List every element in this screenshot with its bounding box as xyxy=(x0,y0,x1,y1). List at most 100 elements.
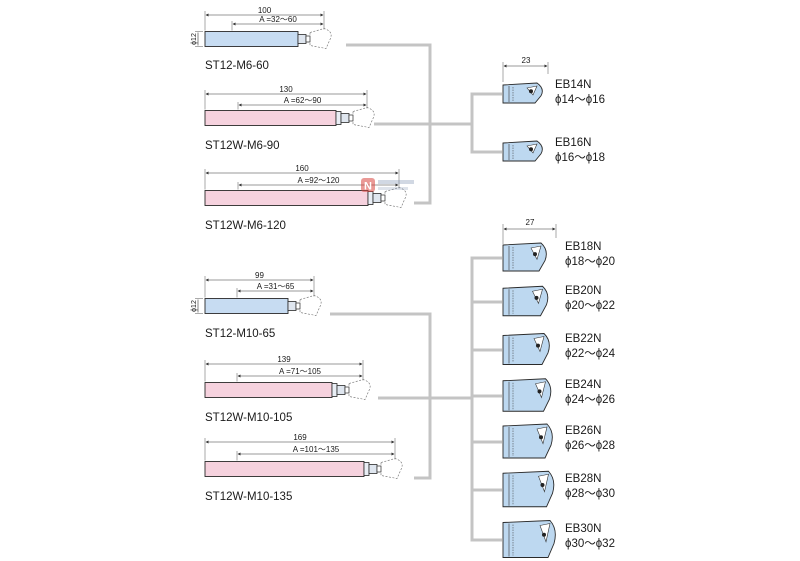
cutter-screw xyxy=(534,295,539,300)
cutter-range-label: ϕ14～ϕ16 xyxy=(555,94,605,106)
holder-name-label: ST12W-M6-90 xyxy=(205,140,280,152)
holder-thread xyxy=(295,302,301,310)
holder-length-label: 130 xyxy=(279,85,293,94)
cutter-screw xyxy=(529,147,533,152)
cutter-range-label: ϕ20～ϕ22 xyxy=(565,300,615,312)
holder-length-label: 99 xyxy=(255,271,264,280)
holder-thread xyxy=(305,35,311,43)
holder-body xyxy=(204,110,337,126)
cutter-name-label: EB24N xyxy=(565,379,601,391)
connector-top-cutters xyxy=(470,92,502,154)
holder-length-label: 169 xyxy=(293,433,307,442)
cutter-name-label: EB16N xyxy=(555,137,591,149)
holder-length-label: 100 xyxy=(258,6,272,15)
connector-bottom-cutter-branches xyxy=(472,300,502,492)
phantom-cutter-outline xyxy=(384,187,407,208)
connector-bottom-holders xyxy=(330,312,432,480)
cutter-width-dim-bottom: 27 xyxy=(502,218,557,244)
holder-thread xyxy=(344,386,350,394)
cutter-screw xyxy=(533,252,537,257)
holder-shank xyxy=(340,113,350,123)
holder-name-label: ST12-M6-60 xyxy=(205,60,269,72)
cutter-screw xyxy=(540,482,545,487)
cutter-width-label-top: 23 xyxy=(522,56,531,65)
phantom-cutter-outline xyxy=(309,28,332,49)
phantom-cutter-outline xyxy=(380,458,403,479)
cutter-eb26n: EB26N ϕ26～ϕ28 xyxy=(502,423,615,459)
holder-length-label: 139 xyxy=(277,355,291,364)
holder-body xyxy=(204,382,333,398)
connector-lines xyxy=(330,43,502,542)
cutter-range-label: ϕ18～ϕ20 xyxy=(565,256,615,268)
holder-thread xyxy=(380,194,386,202)
cutter-name-label: EB28N xyxy=(565,473,601,485)
holder-a-range-label: A =92～120 xyxy=(297,176,340,185)
holder-thread xyxy=(348,114,354,122)
holder-shank xyxy=(368,464,378,474)
phantom-cutter-outline xyxy=(348,379,371,400)
holder-diameter-label: ϕ12 xyxy=(191,300,198,312)
holder-name-label: ST12W-M10-135 xyxy=(205,491,292,503)
cutter-width-dim-top: 23 xyxy=(502,56,549,82)
svg-text:N: N xyxy=(364,181,372,193)
cutter-eb30n: EB30N ϕ30～ϕ32 xyxy=(502,520,615,558)
holder-body xyxy=(204,31,299,47)
cutter-range-label: ϕ16～ϕ18 xyxy=(555,152,605,164)
holder-name-label: ST12W-M6-120 xyxy=(205,220,286,232)
holder-shank xyxy=(336,385,346,395)
cutter-eb18n: EB18N ϕ18～ϕ20 xyxy=(502,241,615,272)
holder-a-range-label: A =32～60 xyxy=(259,15,297,24)
cutter-name-label: EB14N xyxy=(555,79,591,91)
holder-shank xyxy=(287,301,297,311)
holder-shank xyxy=(297,34,307,44)
holder-collar xyxy=(331,383,338,397)
cutter-width-label-bottom: 27 xyxy=(526,218,535,227)
holder-length-label: 160 xyxy=(295,164,309,173)
holder-collar xyxy=(335,111,342,125)
cutter-name-label: EB26N xyxy=(565,425,601,437)
cutter-eb28n: EB28N ϕ28～ϕ30 xyxy=(502,470,615,508)
cutter-eb20n: EB20N ϕ20～ϕ22 xyxy=(502,285,615,317)
cutter-screw xyxy=(537,389,542,394)
cutter-name-label: EB18N xyxy=(565,241,601,253)
holder-body xyxy=(204,298,289,314)
cutter-name-label: EB30N xyxy=(565,523,601,535)
holder-collar xyxy=(363,462,370,476)
cutter-screw xyxy=(529,89,533,94)
holder-thread xyxy=(376,465,382,473)
cutter-range-label: ϕ24～ϕ26 xyxy=(565,394,615,406)
cutter-name-label: EB20N xyxy=(565,285,601,297)
holder-a-range-label: A =71～105 xyxy=(279,367,322,376)
cutter-eb16n: EB16N ϕ16～ϕ18 xyxy=(502,137,605,164)
cutter-range-label: ϕ30～ϕ32 xyxy=(565,538,615,550)
holder-name-label: ST12W-M10-105 xyxy=(205,412,292,424)
cutter-range-label: ϕ28～ϕ30 xyxy=(565,488,615,500)
holder-diameter-label: ϕ12 xyxy=(191,33,198,45)
cutter-screw xyxy=(539,435,543,440)
cutter-eb22n: EB22N ϕ22～ϕ24 xyxy=(502,333,616,365)
cutter-range-label: ϕ26～ϕ28 xyxy=(565,440,615,452)
cutter-eb24n: EB24N ϕ24～ϕ26 xyxy=(502,378,615,412)
watermark-logo: N xyxy=(361,178,414,193)
holder-name-label: ST12-M10-65 xyxy=(205,328,275,340)
holder-body xyxy=(204,190,369,206)
cutter-name-label: EB22N xyxy=(565,333,601,345)
holder-body xyxy=(204,461,365,477)
cutter-eb14n: EB14N ϕ14～ϕ16 xyxy=(502,79,605,106)
holder-a-range-label: A =62～90 xyxy=(284,96,322,105)
holder-a-range-label: A =31～65 xyxy=(257,282,295,291)
holder-a-range-label: A =101～135 xyxy=(293,445,340,454)
cutter-screw xyxy=(536,343,540,348)
phantom-cutter-outline xyxy=(352,107,375,128)
cutter-range-label: ϕ22～ϕ24 xyxy=(565,348,616,360)
cutter-screw xyxy=(542,532,546,537)
